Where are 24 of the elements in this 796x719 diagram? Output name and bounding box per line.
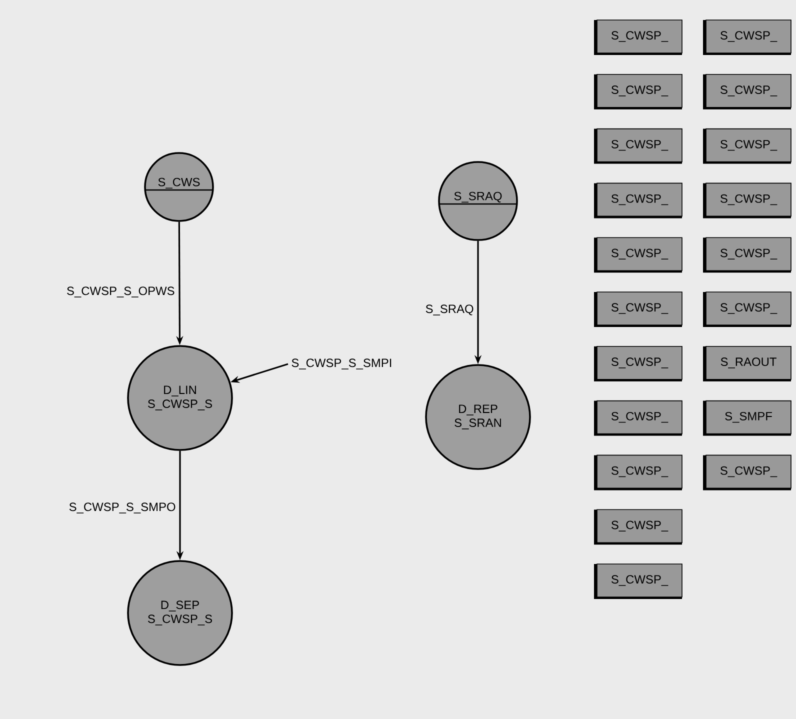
edge-label: S_CWSP_S_SMPO bbox=[69, 502, 176, 514]
palette-box: S_CWSP_ bbox=[703, 237, 792, 273]
palette-box: S_CWSP_ bbox=[703, 20, 792, 55]
palette-box: S_CWSP_ bbox=[703, 74, 792, 110]
palette-box: S_CWSP_ bbox=[594, 346, 682, 382]
palette-box: S_RAOUT bbox=[703, 346, 792, 382]
edge-label: S_SRAQ bbox=[426, 304, 474, 316]
edge-label: S_CWSP_S_SMPI bbox=[292, 358, 392, 370]
palette-box: S_CWSP_ bbox=[594, 128, 682, 164]
palette-box: S_CWSP_ bbox=[703, 128, 792, 164]
palette-box: S_SMPF bbox=[703, 400, 792, 436]
edge-label: S_CWSP_S_OPWS bbox=[67, 286, 174, 298]
palette-box: S_CWSP_ bbox=[594, 237, 682, 273]
palette-box: S_CWSP_ bbox=[703, 182, 792, 218]
palette-box: S_CWSP_ bbox=[703, 292, 792, 327]
palette-box: S_CWSP_ bbox=[703, 454, 792, 490]
palette-box: S_CWSP_ bbox=[594, 20, 682, 55]
palette-box: S_CWSP_ bbox=[594, 509, 682, 545]
palette-box: S_CWSP_ bbox=[594, 292, 682, 327]
palette-box: S_CWSP_ bbox=[594, 74, 682, 110]
palette-box: S_CWSP_ bbox=[594, 454, 682, 490]
palette-box: S_CWSP_ bbox=[594, 564, 682, 599]
palette-box: S_CWSP_ bbox=[594, 400, 682, 436]
palette-box: S_CWSP_ bbox=[594, 182, 682, 218]
